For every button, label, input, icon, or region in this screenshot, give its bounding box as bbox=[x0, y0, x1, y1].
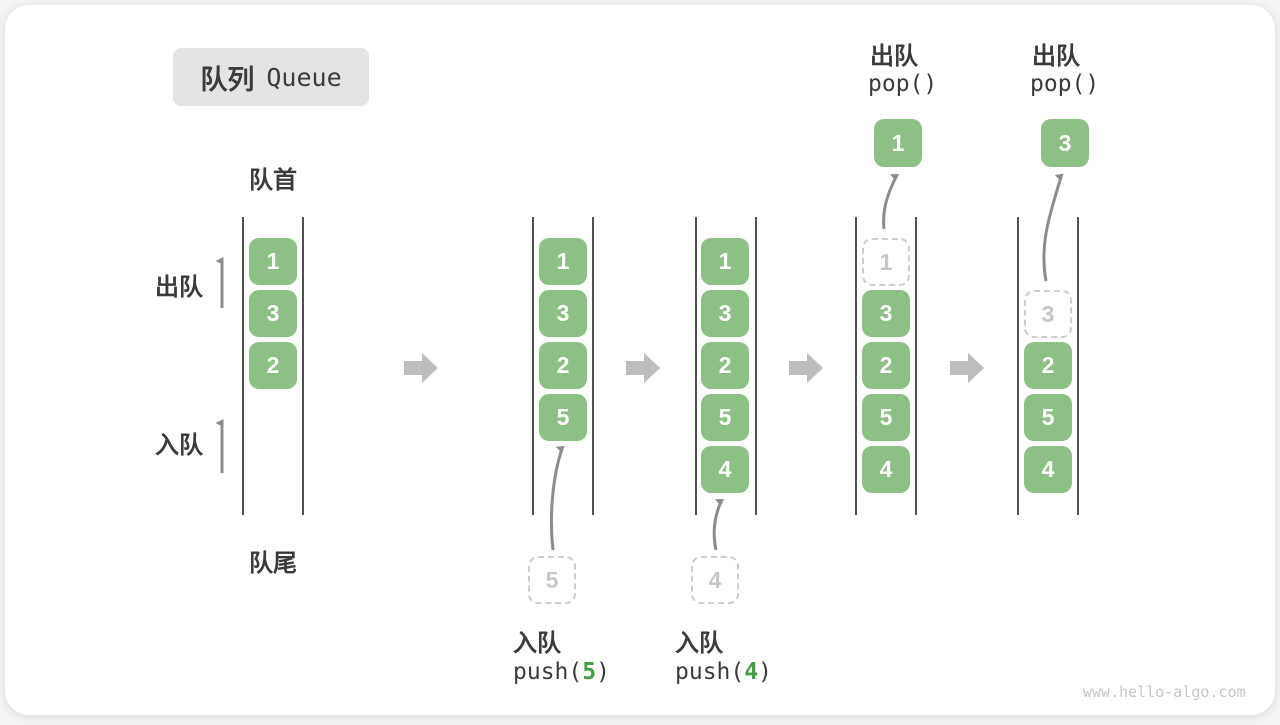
queue-cell: 5 bbox=[539, 394, 587, 441]
label-enqueue-op-2: 入队 bbox=[675, 630, 723, 657]
label-queue-rear: 队尾 bbox=[249, 550, 297, 577]
label-dequeue-op-1: 出队 bbox=[870, 43, 918, 70]
code-push-arg: 4 bbox=[744, 659, 759, 685]
queue-cell: 5 bbox=[701, 394, 749, 441]
state-transition-arrow-icon bbox=[404, 353, 438, 383]
queue-cell: 2 bbox=[701, 342, 749, 389]
code-push-pre: push( bbox=[513, 659, 583, 685]
queue-walls-4 bbox=[855, 217, 917, 515]
incoming-cell: 4 bbox=[691, 556, 739, 604]
queue-cell: 1 bbox=[539, 238, 587, 285]
removed-cell: 3 bbox=[1024, 290, 1072, 338]
state-transition-arrow-icon bbox=[950, 353, 984, 383]
queue-cell: 2 bbox=[862, 342, 910, 389]
code-push-5: push(5) bbox=[513, 659, 610, 685]
queue-walls-2 bbox=[532, 217, 594, 515]
state-transition-arrow-icon bbox=[789, 353, 823, 383]
queue-cell: 2 bbox=[539, 342, 587, 389]
queue-walls-3 bbox=[695, 217, 757, 515]
diagram-card: 队列 Queue 队首 队尾 出队 入队 1 3 2 1 3 2 5 5 入队 … bbox=[5, 5, 1275, 715]
queue-cell: 4 bbox=[862, 446, 910, 493]
code-push-arg: 5 bbox=[582, 659, 597, 685]
state-transition-arrow-icon bbox=[626, 353, 660, 383]
popped-cell: 1 bbox=[874, 119, 922, 167]
queue-cell: 1 bbox=[249, 238, 297, 285]
queue-cell: 5 bbox=[1024, 394, 1072, 441]
watermark: www.hello-algo.com bbox=[1083, 683, 1246, 701]
code-push-post: ) bbox=[758, 659, 772, 685]
queue-cell: 2 bbox=[249, 342, 297, 389]
queue-cell: 4 bbox=[701, 446, 749, 493]
code-pop-2: pop() bbox=[1030, 71, 1100, 97]
code-push-post: ) bbox=[596, 659, 610, 685]
queue-cell: 2 bbox=[1024, 342, 1072, 389]
queue-walls-5 bbox=[1017, 217, 1079, 515]
queue-cell: 5 bbox=[862, 394, 910, 441]
label-dequeue-side: 出队 bbox=[155, 274, 203, 301]
title-en: Queue bbox=[266, 62, 342, 92]
queue-cell: 3 bbox=[701, 290, 749, 337]
code-push-4: push(4) bbox=[675, 659, 772, 685]
title-zh: 队列 bbox=[200, 64, 255, 95]
label-enqueue-op-1: 入队 bbox=[513, 630, 561, 657]
title-badge: 队列 Queue bbox=[173, 48, 369, 106]
queue-cell: 4 bbox=[1024, 446, 1072, 493]
label-enqueue-side: 入队 bbox=[155, 432, 203, 459]
label-dequeue-op-2: 出队 bbox=[1032, 43, 1080, 70]
queue-walls-1 bbox=[242, 217, 304, 515]
label-queue-front: 队首 bbox=[249, 167, 297, 194]
arrows-overlay bbox=[215, 173, 1064, 551]
queue-cell: 1 bbox=[701, 238, 749, 285]
queue-cell: 3 bbox=[249, 290, 297, 337]
code-pop-1: pop() bbox=[868, 71, 938, 97]
popped-cell: 3 bbox=[1041, 119, 1089, 167]
code-push-pre: push( bbox=[675, 659, 745, 685]
queue-cell: 3 bbox=[862, 290, 910, 337]
removed-cell: 1 bbox=[862, 238, 910, 286]
incoming-cell: 5 bbox=[528, 556, 576, 604]
queue-cell: 3 bbox=[539, 290, 587, 337]
